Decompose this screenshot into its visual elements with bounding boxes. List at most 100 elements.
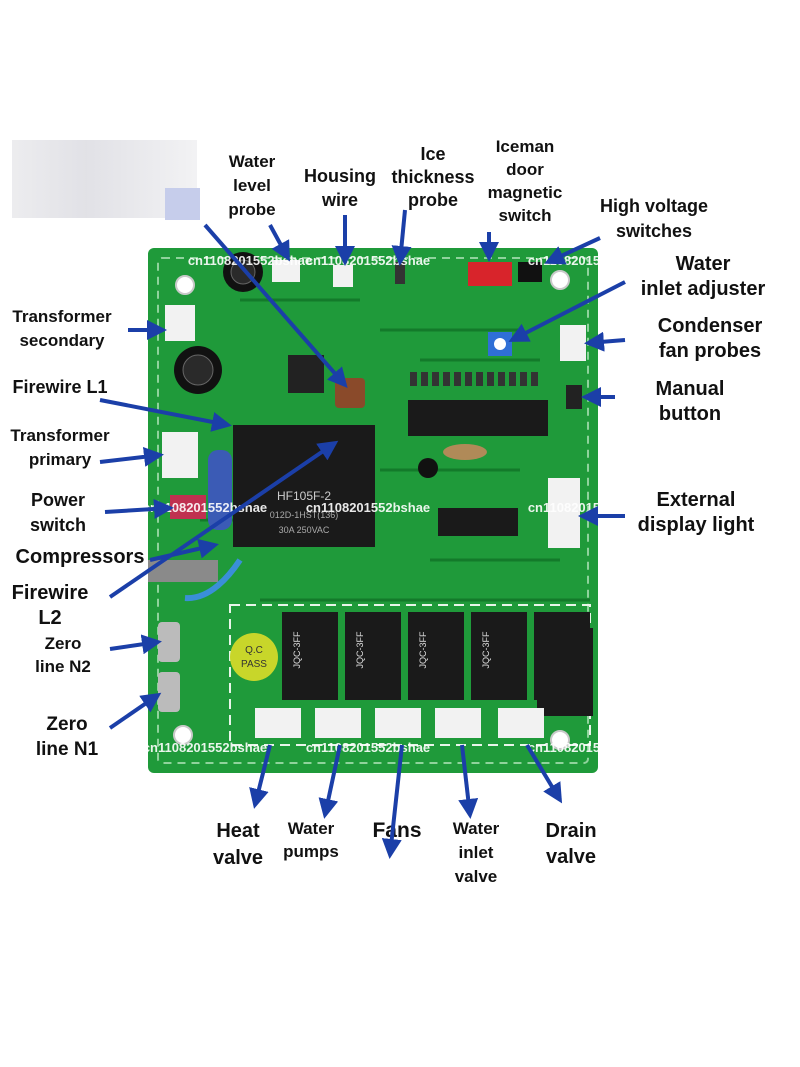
terminal-n1 <box>158 672 180 712</box>
label-water-inlet-valve: Water <box>453 819 500 838</box>
watermark-text: cn1108201552bshae <box>188 253 312 268</box>
label-iceman-door-switch: switch <box>499 206 552 225</box>
mounting-hole <box>175 275 195 295</box>
label-high-voltage-switches: switches <box>616 221 692 241</box>
label-water-inlet-adjuster: inlet adjuster <box>641 278 766 300</box>
label-external-display-light: External <box>657 489 736 511</box>
label-zero-line-n2: Zero <box>45 634 82 653</box>
blurred-logo-accent <box>165 188 200 220</box>
mounting-hole <box>550 270 570 290</box>
label-ice-thickness-probe: thickness <box>391 167 474 187</box>
output-relay-model: JQC-3FF <box>481 631 491 669</box>
label-heat-valve: Heat <box>216 820 260 842</box>
label-ice-thickness-probe: Ice <box>420 144 445 164</box>
label-water-inlet-valve: valve <box>455 867 498 886</box>
label-housing-wire: Housing <box>304 166 376 186</box>
smd-resistor <box>487 372 494 386</box>
terminal-n2 <box>158 622 180 662</box>
capacitor-blue <box>208 450 232 530</box>
qc-pass-sticker <box>230 633 278 681</box>
main-relay-model: HF105F-2 <box>277 489 331 503</box>
pointer-arrow <box>249 744 272 809</box>
output-relay-model: JQC-3FF <box>418 631 428 669</box>
connector-door-switch <box>468 262 512 286</box>
capacitor-left-cap <box>182 354 214 386</box>
label-fans: Fans <box>372 819 421 842</box>
label-water-level-probe: level <box>233 176 271 195</box>
label-condenser-fan-probes: fan probes <box>659 340 761 362</box>
pointer-arrow <box>458 744 479 819</box>
resistor-block <box>335 378 365 408</box>
pointer-arrow <box>108 440 339 599</box>
label-manual-button: Manual <box>656 378 725 400</box>
label-power-switch: Power <box>31 490 85 510</box>
connector-transformer-primary <box>162 432 198 478</box>
connector-condenser <box>560 325 586 361</box>
relay-zone-outline <box>229 604 591 746</box>
label-housing-wire: wire <box>321 190 358 210</box>
watermark-text: cn1108201552bshae <box>143 740 267 755</box>
label-water-inlet-adjuster: Water <box>676 253 731 275</box>
connector-output <box>435 708 481 738</box>
smd-resistor <box>421 372 428 386</box>
label-firewire-l1: Firewire L1 <box>12 377 107 397</box>
trim-potentiometer-knob <box>494 338 506 350</box>
qc-stamp-pass: PASS <box>241 659 267 670</box>
label-firewire-l2: Firewire <box>12 582 89 604</box>
compressor-terminal <box>148 560 218 582</box>
manual-push-button <box>566 385 582 409</box>
pointer-arrow <box>318 744 342 819</box>
buzzer <box>418 458 438 478</box>
label-external-display-light: display light <box>638 514 755 536</box>
watermark-text: cn1108201552bshae <box>528 253 652 268</box>
smd-resistor <box>531 372 538 386</box>
output-relay <box>471 612 527 700</box>
label-zero-line-n2: line N2 <box>35 657 91 676</box>
watermark-text: cn1108201552bshae <box>528 740 652 755</box>
power-switch-terminal <box>170 495 206 519</box>
output-relay-extra <box>537 628 593 716</box>
connector-water-level <box>272 260 300 282</box>
voltage-regulator <box>288 355 324 393</box>
pointer-arrow <box>381 744 404 859</box>
qc-stamp-text: Q.C <box>245 645 263 656</box>
pointer-arrow <box>391 209 412 266</box>
watermark-text: cn1108201552bshae <box>528 500 652 515</box>
smd-resistor <box>509 372 516 386</box>
connector-output <box>498 708 544 738</box>
pointer-arrow <box>108 692 162 730</box>
label-compressors: Compressors <box>16 546 145 568</box>
smd-resistor <box>454 372 461 386</box>
label-water-level-probe: Water <box>229 152 276 171</box>
smd-resistor <box>443 372 450 386</box>
label-high-voltage-switches: High voltage <box>600 196 708 216</box>
pointer-arrow <box>104 499 174 519</box>
pointer-arrow <box>508 280 626 342</box>
label-iceman-door-switch: Iceman <box>496 137 555 156</box>
label-condenser-fan-probes: Condenser <box>658 315 763 337</box>
connector-housing-wire <box>333 265 353 287</box>
watermark-text: cn1108201552bshae <box>306 500 430 515</box>
connector-ice-thickness <box>395 262 405 284</box>
label-heat-valve: valve <box>213 847 263 869</box>
pointer-arrow <box>268 224 290 262</box>
label-zero-line-n1: Zero <box>46 714 87 735</box>
connector-output <box>375 708 421 738</box>
smd-resistor <box>476 372 483 386</box>
pointer-arrow <box>544 236 601 265</box>
connector-display <box>548 478 580 548</box>
pointer-arrow <box>99 398 232 432</box>
output-relay-model: JQC-3FF <box>292 631 302 669</box>
label-water-inlet-valve: inlet <box>459 843 494 862</box>
label-drain-valve: valve <box>546 846 596 868</box>
output-relay <box>345 612 401 700</box>
label-transformer-primary: primary <box>29 450 92 469</box>
mounting-hole <box>550 730 570 750</box>
label-water-pumps: pumps <box>283 842 339 861</box>
mounting-hole <box>173 725 193 745</box>
label-drain-valve: Drain <box>545 820 596 842</box>
label-transformer-primary: Transformer <box>10 426 110 445</box>
label-power-switch: switch <box>30 515 86 535</box>
